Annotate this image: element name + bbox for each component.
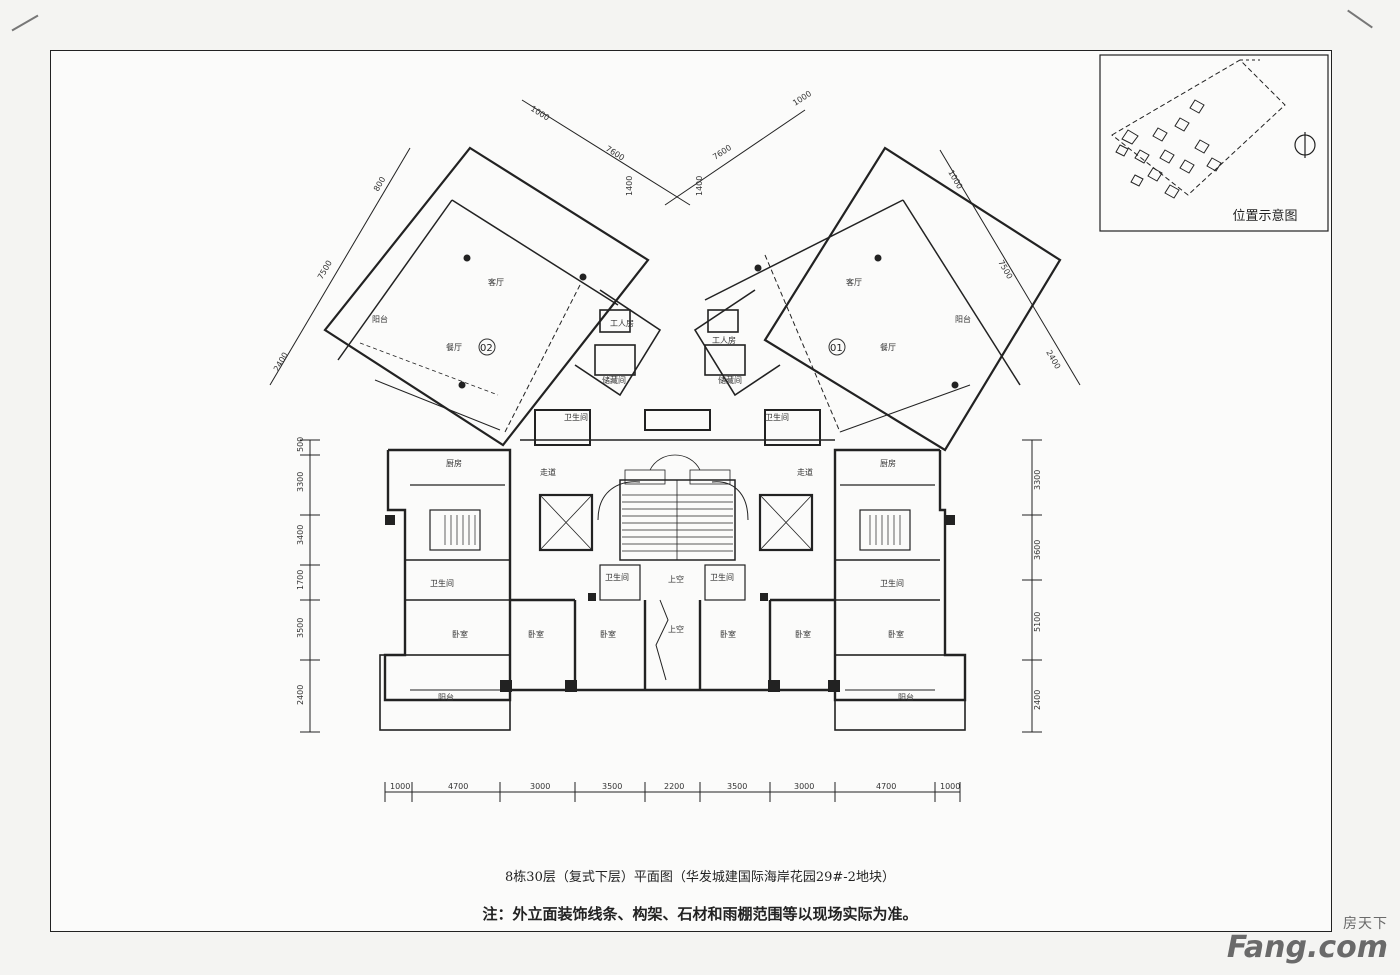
site-watermark: 房天下 Fang.com [1227, 913, 1388, 963]
central-bedroom-strip [510, 564, 835, 692]
bottom-dimension-labels: 1000 4700 3000 3500 2200 3500 3000 4700 … [390, 782, 960, 791]
room-labels: 客厅 餐厅 阳台 客厅 餐厅 阳台 工人房 工人房 储藏间 储藏间 卫生间 卫生… [372, 277, 971, 702]
dim-label: 1700 [296, 570, 305, 590]
room-label: 阳台 [898, 692, 914, 702]
room-label: 上空 [668, 624, 684, 634]
room-label: 卧室 [528, 629, 544, 639]
lower-right-block [833, 448, 967, 731]
room-label: 上空 [668, 574, 684, 584]
room-label: 工人房 [712, 335, 736, 345]
room-label: 储藏间 [718, 375, 742, 385]
unit-01-label: 01 [830, 343, 843, 354]
dim-label: 3500 [727, 782, 747, 791]
dim-label: 1000 [946, 169, 964, 191]
dim-label: 1400 [695, 176, 704, 196]
dim-label: 2400 [296, 685, 305, 705]
dim-label: 1000 [529, 104, 551, 122]
room-label: 卫生间 [880, 578, 904, 588]
dim-label: 1400 [625, 176, 634, 196]
room-label: 储藏间 [602, 375, 626, 385]
room-label: 阳台 [372, 314, 388, 324]
dim-label: 5100 [1033, 612, 1042, 632]
unit-02-wing [323, 146, 650, 447]
north-arrow-icon [1294, 132, 1316, 158]
structural-columns [385, 254, 959, 692]
dim-label: 3500 [296, 618, 305, 638]
room-label: 卧室 [452, 629, 468, 639]
room-label: 餐厅 [880, 343, 896, 352]
dim-label: 500 [296, 437, 305, 452]
room-label: 卧室 [888, 629, 904, 639]
left-stair [444, 515, 476, 545]
key-plan-title: 位置示意图 [1232, 209, 1298, 224]
watermark-logo: Fang.com [1226, 930, 1388, 965]
drawing-sheet-frame [50, 50, 1332, 932]
wing-dimension-labels: 800 7500 2400 1000 7500 2400 [272, 169, 1062, 374]
room-label: 厨房 [446, 458, 462, 468]
dim-label: 7600 [711, 143, 733, 162]
room-label: 卫生间 [765, 412, 789, 422]
central-stair [622, 454, 733, 560]
dim-label: 7600 [604, 144, 626, 162]
dim-label: 3000 [530, 782, 550, 791]
dim-label: 2200 [664, 782, 684, 791]
dim-label: 2400 [1044, 349, 1062, 371]
room-label: 厨房 [880, 458, 896, 468]
dim-label: 4700 [448, 782, 468, 791]
unit-02-label: 02 [480, 343, 493, 354]
drawing-note: 注：外立面装饰线条、构架、石材和雨棚范围等以现场实际为准。 [482, 905, 918, 923]
unit-01-wing [704, 146, 1062, 452]
dim-label: 3600 [1033, 540, 1042, 560]
left-dimension-labels: 500 3300 3400 1700 3500 2400 [296, 437, 305, 705]
room-label: 卧室 [795, 629, 811, 639]
unit-02-marker [478, 338, 496, 356]
dim-label: 4700 [876, 782, 896, 791]
wing-connectors [574, 289, 781, 397]
dim-label: 1000 [791, 89, 813, 108]
dim-label: 2400 [272, 351, 290, 373]
room-label: 卧室 [720, 629, 736, 639]
dim-label: 3400 [296, 525, 305, 545]
dim-label: 3000 [794, 782, 814, 791]
dim-label: 3500 [602, 782, 622, 791]
central-core [520, 409, 835, 561]
top-dimension-labels: 1000 7600 1400 1000 7600 1400 [529, 89, 813, 196]
dim-label: 3300 [296, 472, 305, 492]
room-label: 卫生间 [564, 412, 588, 422]
right-stair [869, 515, 901, 545]
dim-label: 7500 [996, 259, 1014, 281]
room-label: 走道 [540, 467, 556, 477]
room-label: 客厅 [488, 277, 504, 287]
room-label: 卫生间 [605, 572, 629, 582]
dim-label: 1000 [940, 782, 960, 791]
room-label: 客厅 [846, 277, 862, 287]
room-label: 阳台 [438, 692, 454, 702]
room-label: 卫生间 [710, 572, 734, 582]
key-plan-map [1111, 59, 1286, 199]
lower-left-block [379, 448, 512, 731]
key-plan-frame [1099, 54, 1329, 232]
dimension-lines [269, 99, 1081, 802]
room-label: 阳台 [955, 314, 971, 324]
right-dimension-labels: 3300 3600 5100 2400 [1033, 470, 1042, 710]
dim-label: 1000 [390, 782, 410, 791]
dim-label: 3300 [1033, 470, 1042, 490]
room-label: 卫生间 [430, 578, 454, 588]
room-label: 工人房 [610, 318, 634, 328]
room-label: 卧室 [600, 629, 616, 639]
unit-markers: 02 01 [478, 338, 846, 356]
drawing-title: 8栋30层（复式下层）平面图（华发城建国际海岸花园29#-2地块） [505, 870, 895, 885]
room-label: 餐厅 [446, 343, 462, 352]
unit-01-marker [828, 338, 846, 356]
watermark-cn: 房天下 [1343, 916, 1388, 932]
room-label: 走道 [797, 467, 813, 477]
dim-label: 7500 [316, 259, 334, 281]
dim-label: 2400 [1033, 690, 1042, 710]
